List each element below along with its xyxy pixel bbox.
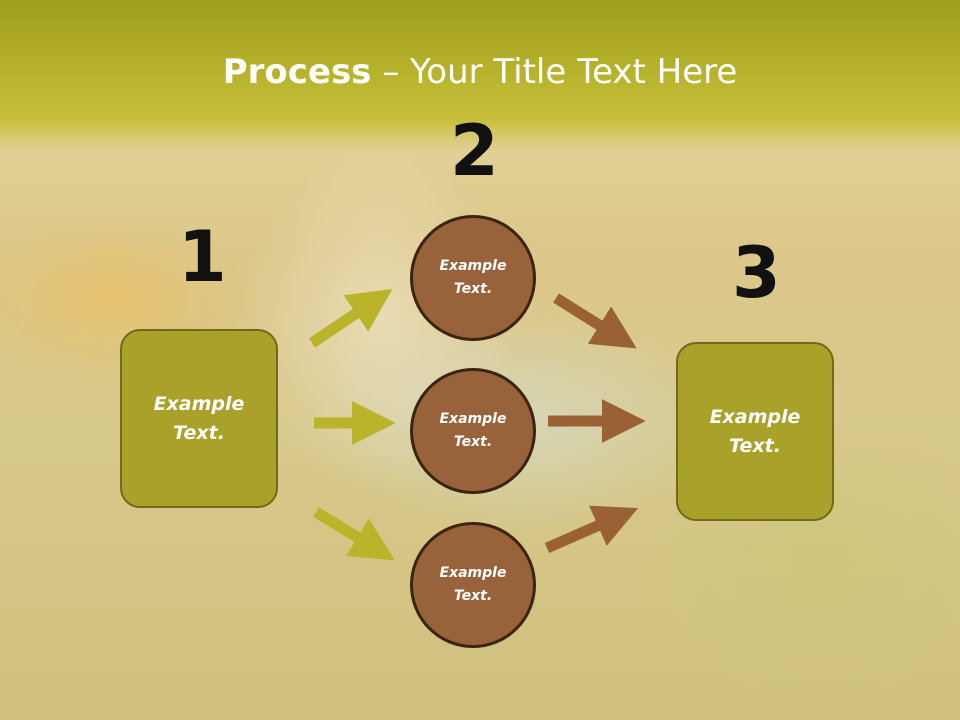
title-bold: Process bbox=[222, 52, 372, 92]
title-band bbox=[0, 0, 960, 150]
circle-bottom-text: Example Text. bbox=[439, 565, 507, 604]
slide-title: Process – Your Title Text Here bbox=[0, 52, 960, 92]
step-number-2: 2 bbox=[450, 110, 499, 192]
step-box-3-text: Example Text. bbox=[709, 405, 801, 457]
step-box-3: Example Text. bbox=[676, 342, 834, 521]
arrow-1-to-bottom bbox=[313, 507, 395, 561]
circle-middle: Example Text. bbox=[410, 368, 536, 494]
circle-bottom: Example Text. bbox=[410, 522, 536, 648]
step-box-1: Example Text. bbox=[120, 329, 278, 508]
step-box-1-text: Example Text. bbox=[153, 392, 245, 444]
arrow-top-to-3 bbox=[553, 293, 637, 349]
circle-middle-text: Example Text. bbox=[439, 411, 507, 450]
circle-top-text: Example Text. bbox=[439, 258, 507, 297]
arrow-bottom-to-3 bbox=[544, 505, 639, 554]
step-number-1: 1 bbox=[178, 216, 227, 298]
arrow-1-to-top bbox=[308, 288, 393, 348]
title-rest: – Your Title Text Here bbox=[371, 52, 738, 92]
step-number-3: 3 bbox=[732, 232, 781, 314]
circle-top: Example Text. bbox=[410, 215, 536, 341]
